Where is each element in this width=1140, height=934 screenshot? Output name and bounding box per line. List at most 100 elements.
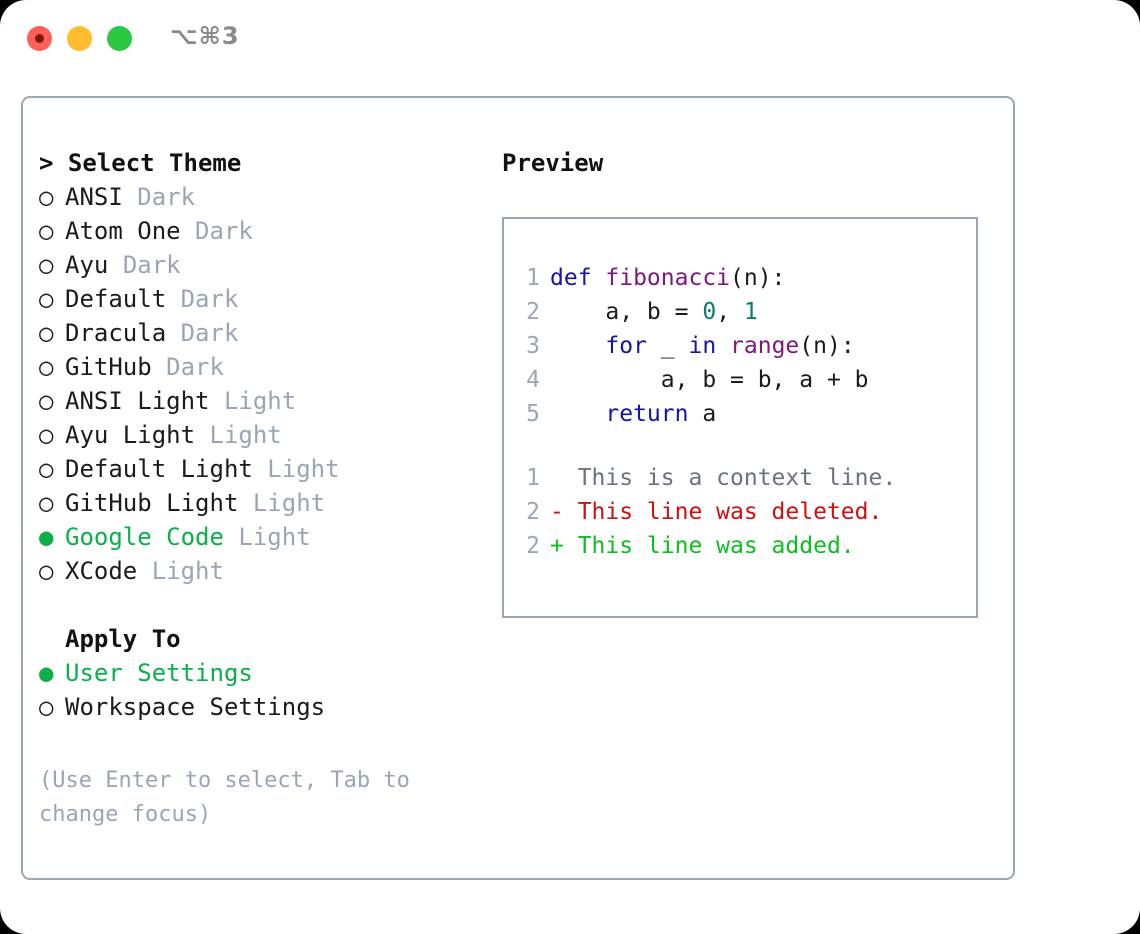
theme-variant-tag: Light [223, 387, 297, 415]
theme-option-xcode[interactable]: ○ XCode Light [39, 554, 469, 588]
label-gap [210, 387, 224, 415]
line-number: 1 [526, 265, 540, 291]
theme-list-heading: > Select Theme [39, 149, 242, 177]
zoom-button[interactable] [107, 26, 132, 51]
label-gap [108, 251, 122, 279]
apply-to-option-user-settings[interactable]: ● User Settings [39, 656, 469, 690]
list-spacer [39, 588, 469, 622]
theme-option-default-light[interactable]: ○ Default Light Light [39, 452, 469, 486]
diff-line: 2 + This line was added. [516, 529, 970, 563]
code-token: fibonacci [605, 265, 731, 291]
label-gap [224, 523, 238, 551]
minimize-button[interactable] [67, 26, 92, 51]
radio-unselected-icon: ○ [39, 557, 54, 585]
theme-option-dracula[interactable]: ○Dracula Dark [39, 316, 469, 350]
theme-variant-tag: Dark [122, 251, 181, 279]
code-line: 2 a, b = 0, 1 [516, 295, 970, 329]
apply-to-option-label: Workspace Settings [65, 693, 326, 721]
theme-variant-tag: Light [151, 557, 224, 585]
code-token: a [688, 401, 717, 427]
label-gap [137, 557, 151, 585]
code-token: for [605, 333, 647, 359]
theme-option-label: Dracula [65, 319, 167, 347]
theme-option-ansi-light[interactable]: ○ANSI Light Light [39, 384, 469, 418]
code-token: in [688, 333, 717, 359]
theme-option-ayu-light[interactable]: ○Ayu Light Light [39, 418, 469, 452]
radio-unselected-icon: ○ [39, 285, 54, 313]
theme-option-ayu[interactable]: ○ Ayu Dark [39, 248, 469, 282]
theme-option-label: Ayu Light [65, 421, 196, 449]
code-line: 4 a, b = b, a + b [516, 363, 970, 397]
theme-option-ansi[interactable]: ○ANSI Dark [39, 180, 469, 214]
apply-to-heading: Apply To [65, 625, 181, 653]
code-line: 3 for _ in range(n): [516, 329, 970, 363]
radio-unselected-icon: ○ [39, 693, 54, 721]
label-gap [238, 489, 252, 517]
theme-option-github[interactable]: ○GitHub Dark [39, 350, 469, 384]
keyboard-hint-text: (Use Enter to select, Tab to change focu… [39, 768, 424, 827]
code-token: _ [646, 333, 689, 359]
code-line: 5 return a [516, 397, 970, 431]
theme-option-label: Atom One [65, 217, 181, 245]
radio-unselected-icon: ○ [39, 489, 54, 517]
radio-selected-icon: ● [39, 659, 54, 687]
code-token [550, 401, 605, 427]
theme-option-label: Default Light [65, 455, 253, 483]
diff-line: 1 This is a context line. [516, 461, 970, 495]
code-token: (n): [799, 333, 855, 359]
code-token: - This line was deleted. [550, 499, 883, 525]
radio-unselected-icon: ○ [39, 183, 54, 211]
line-number: 5 [526, 401, 540, 427]
line-number: 4 [526, 367, 540, 393]
theme-option-atom-one[interactable]: ○ Atom One Dark [39, 214, 469, 248]
label-gap [166, 319, 180, 347]
diff-line: 2 - This line was deleted. [516, 495, 970, 529]
apply-to-option-list: ● User Settings ○ Workspace Settings [39, 656, 469, 724]
apply-to-option-label: User Settings [65, 659, 253, 687]
diff-sample-lines: 1 This is a context line. 2 - This line wa… [516, 461, 970, 563]
theme-option-label: GitHub Light [65, 489, 239, 517]
main-panel: > Select Theme ○ANSI Dark○Atom One Dark○… [21, 96, 1015, 880]
theme-option-github-light[interactable]: ○GitHub Light Light [39, 486, 469, 520]
theme-option-label: GitHub [65, 353, 152, 381]
code-token: This is a context line. [550, 465, 897, 491]
theme-option-label: Ayu [65, 251, 109, 279]
code-token: 0 [702, 299, 717, 325]
apply-to-option-workspace-settings[interactable]: ○ Workspace Settings [39, 690, 469, 724]
code-token: a, b = b, a + b [550, 367, 869, 393]
label-gap [195, 421, 209, 449]
radio-selected-icon: ● [39, 523, 54, 551]
code-token: range [730, 333, 800, 359]
theme-variant-tag: Light [209, 421, 282, 449]
theme-option-label: ANSI Light [65, 387, 210, 415]
line-number: 2 [526, 299, 540, 325]
code-token: + This line was added. [550, 533, 855, 559]
theme-option-label: XCode [65, 557, 138, 585]
theme-option-label: Google Code [65, 523, 224, 551]
theme-variant-tag: Dark [166, 353, 224, 381]
code-token: (n): [730, 265, 786, 291]
line-number: 2 [526, 499, 540, 525]
keyboard-shortcut-label: ⌥⌘3 [170, 22, 240, 50]
line-number: 2 [526, 533, 540, 559]
line-number: 3 [526, 333, 540, 359]
code-token [716, 333, 730, 359]
radio-unselected-icon: ○ [39, 217, 54, 245]
theme-variant-tag: Light [238, 523, 311, 551]
theme-option-google-code[interactable]: ● Google Code Light [39, 520, 469, 554]
recording-indicator-icon [35, 34, 44, 43]
radio-unselected-icon: ○ [39, 251, 54, 279]
theme-option-label: Default [65, 285, 167, 313]
label-gap [123, 183, 137, 211]
title-bar: ⌥⌘3 [0, 0, 1140, 78]
theme-option-default[interactable]: ○Default Dark [39, 282, 469, 316]
radio-unselected-icon: ○ [39, 455, 54, 483]
theme-variant-tag: Dark [137, 183, 196, 211]
theme-variant-tag: Light [267, 455, 340, 483]
theme-variant-tag: Dark [195, 217, 253, 245]
preview-title: Preview [502, 149, 604, 177]
